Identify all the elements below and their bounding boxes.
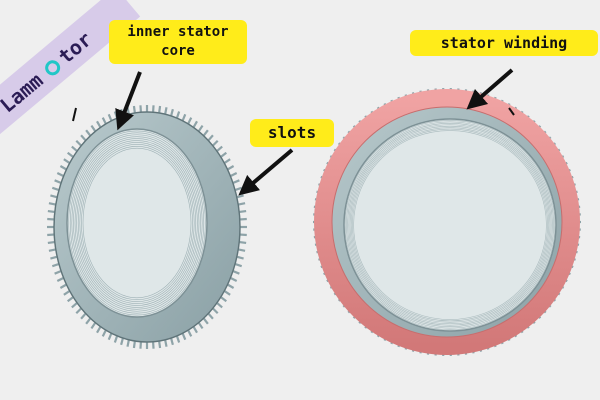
winding-inner-edge — [331, 106, 563, 338]
lamination-line — [350, 127, 550, 323]
lamination-line — [68, 130, 206, 316]
wound-stator — [313, 88, 581, 356]
inner-core-bore — [66, 128, 208, 318]
lamination-line — [76, 140, 198, 306]
lamination-line — [353, 130, 547, 320]
inner-core-rim — [53, 111, 241, 343]
lamination-line — [352, 128, 548, 322]
lamination-line — [346, 121, 554, 329]
wound-stator-bore — [343, 118, 557, 332]
stator-winding-ring — [314, 89, 580, 355]
lamination-line — [347, 123, 553, 327]
lamination-line — [74, 138, 200, 308]
lamination-line — [82, 147, 192, 299]
lamination-line — [348, 124, 552, 326]
arrow-inner-core — [115, 71, 142, 131]
lamination-line — [77, 142, 197, 304]
lamination-line — [69, 132, 205, 314]
bore-laminations — [344, 120, 556, 330]
lamination-line — [71, 134, 203, 312]
arrow-slots — [238, 148, 294, 196]
label-slots: slots — [250, 119, 334, 147]
lamination-line — [73, 136, 201, 310]
inner-stator-core — [47, 105, 247, 349]
winding-mark — [508, 107, 515, 116]
core-laminations — [68, 130, 206, 316]
brand-o-icon — [45, 60, 61, 76]
lamination-line — [79, 144, 195, 302]
label-inner-stator-core: inner stator core — [109, 20, 247, 64]
lamination-line — [81, 145, 193, 301]
lamination-line — [349, 125, 551, 325]
core-mark — [72, 107, 77, 122]
label-stator-winding: stator winding — [410, 30, 598, 57]
lamination-line — [344, 120, 556, 330]
arrow-winding — [466, 68, 514, 110]
